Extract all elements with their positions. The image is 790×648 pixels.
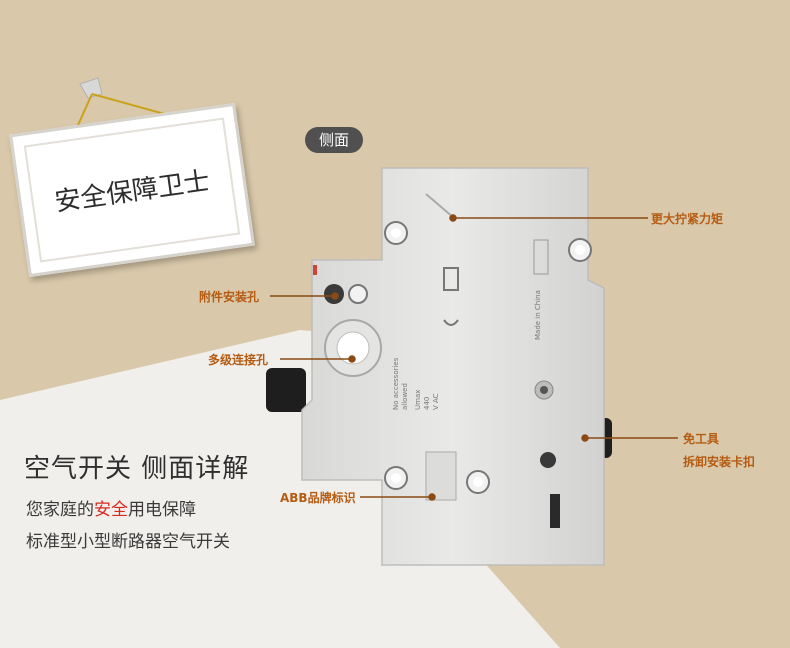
voltage-text: 440 [423,397,431,410]
subline-prefix: 您家庭的 [26,500,94,520]
allowed-text: allowed [401,383,409,410]
callout-accessory-hole: 附件安装孔 [199,290,260,304]
left-clip [266,368,306,412]
subline-highlight: 安全 [94,500,128,520]
umax-text: Umax [414,390,422,410]
vac-text: V AC [432,393,440,410]
breaker-device: No accessories allowed Umax 440 V AC Mad… [266,167,612,566]
view-tag: 侧面 [305,127,363,153]
made-in-text: Made in China [534,290,542,340]
callout-torque: 更大拧紧力矩 [651,212,724,226]
headline: 空气开关 侧面详解 [24,454,250,484]
subline-product: 标准型小型断路器空气开关 [26,532,230,552]
callout-multi-connect: 多级连接孔 [208,353,269,367]
callout-clip-install: 拆卸安装卡扣 [683,455,756,469]
sign-string [73,77,173,135]
callout-abb-logo: ABB品牌标识 [280,491,356,505]
no-accessories-text: No accessories [392,357,400,410]
callout-tool-free: 免工具 [683,432,720,446]
subline-suffix: 用电保障 [128,500,196,520]
subline-safety: 您家庭的安全用电保障 [26,495,196,520]
